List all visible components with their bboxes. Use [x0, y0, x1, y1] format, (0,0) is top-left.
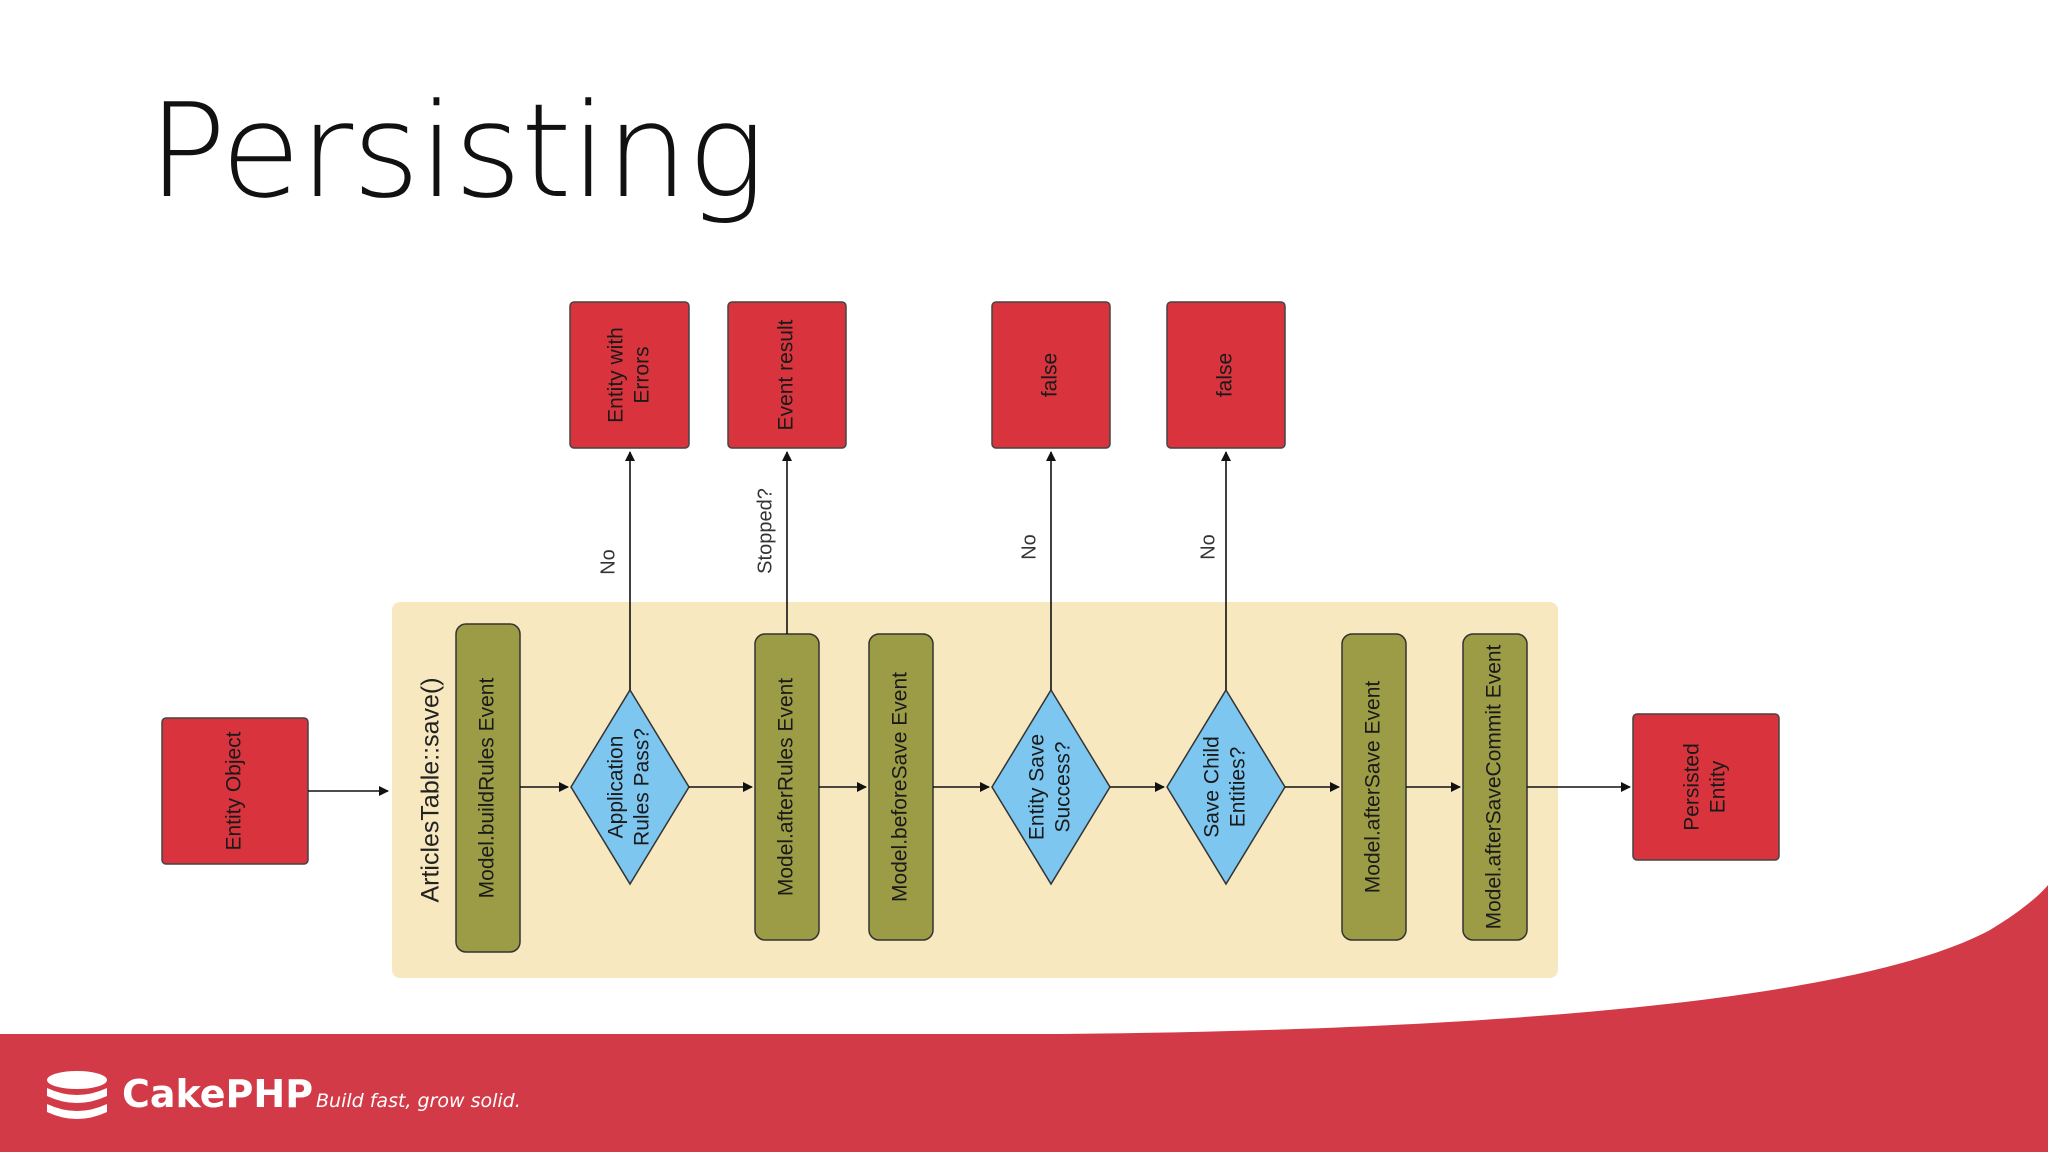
- event-after-rules-label: Model.afterRules Event: [775, 678, 798, 896]
- decision-save-success: [991, 688, 1111, 886]
- output-label-line-1: Persisted: [1681, 743, 1704, 831]
- outcome-false-children: [1166, 301, 1286, 449]
- event-after-save-label: Model.afterSave Event: [1362, 681, 1385, 894]
- edge-label-no-children: No: [1197, 534, 1219, 560]
- cakephp-logo-icon: [47, 1071, 107, 1119]
- outcome-false-save-label: false: [1039, 353, 1062, 397]
- brand-tagline: Build fast, grow solid.: [316, 1090, 521, 1112]
- event-build-rules: [455, 623, 521, 953]
- decision-save-children-line-1: Save Child: [1201, 736, 1224, 838]
- brand-name: CakePHP: [122, 1072, 314, 1116]
- decision-rules-pass-line-1: Application: [605, 736, 628, 839]
- event-build-rules-label: Model.buildRules Event: [476, 678, 499, 899]
- decision-save-success-line-2: Success?: [1052, 741, 1075, 832]
- outcome-entity-with-errors: [569, 301, 690, 449]
- outcome-errors-line-2: Errors: [631, 346, 654, 403]
- output-persisted-entity: [1632, 713, 1780, 861]
- edge-label-stopped: Stopped?: [754, 488, 776, 574]
- input-label: Entity Object: [223, 731, 246, 850]
- event-before-save-label: Model.beforeSave Event: [889, 672, 912, 902]
- decision-save-success-line-1: Entity Save: [1026, 734, 1049, 840]
- edge-label-no-save: No: [1018, 534, 1040, 560]
- decision-rules-pass-line-2: Rules Pass?: [631, 728, 654, 846]
- output-label-line-2: Entity: [1707, 760, 1730, 813]
- outcome-errors-line-1: Entity with: [605, 327, 628, 423]
- outcome-false-save: [991, 301, 1111, 449]
- decision-rules-pass: [570, 688, 690, 886]
- slide-title: Persisting: [148, 75, 765, 227]
- outcome-false-children-label: false: [1214, 353, 1237, 397]
- event-after-save-commit-label: Model.afterSaveCommit Event: [1483, 644, 1506, 929]
- flow-arrows: [308, 451, 1631, 796]
- decision-save-children: [1166, 688, 1286, 886]
- save-method-group: [392, 602, 1558, 978]
- outcome-event-result: [727, 301, 847, 449]
- group-label: ArticlesTable::save(): [417, 677, 445, 902]
- decision-save-children-line-2: Entities?: [1227, 747, 1250, 828]
- footer-brand: CakePHP Build fast, grow solid.: [42, 1068, 642, 1132]
- outcome-event-result-label: Event result: [775, 319, 798, 430]
- footer-band: [0, 1034, 2048, 1152]
- edge-label-no-rules: No: [597, 549, 619, 575]
